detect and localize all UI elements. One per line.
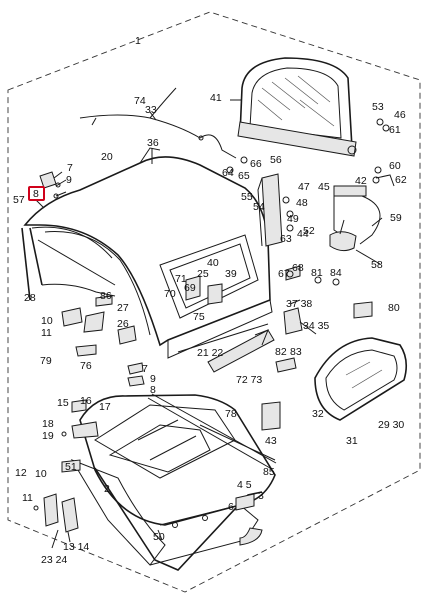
callout-4-5: 4 5 <box>237 479 252 491</box>
callout-10b: 10 <box>35 468 47 480</box>
callout-84: 84 <box>330 267 342 279</box>
callout-78: 78 <box>225 408 237 420</box>
callout-19: 19 <box>42 430 54 442</box>
callout-40: 40 <box>207 257 219 269</box>
callout-10a: 10 <box>41 315 53 327</box>
callout-50: 50 <box>153 531 165 543</box>
callout-23-24: 23 24 <box>41 554 68 566</box>
callout-16: 16 <box>80 395 92 407</box>
callout-51: 51 <box>65 461 77 473</box>
callout-43: 43 <box>265 435 277 447</box>
callout-69: 69 <box>184 282 196 294</box>
callout-79: 79 <box>40 355 52 367</box>
callout-32: 32 <box>312 408 324 420</box>
callout-39: 39 <box>225 268 237 280</box>
side-window-glass <box>314 337 408 421</box>
callout-13-14: 13 14 <box>63 541 90 553</box>
callout-9b: 9 <box>150 373 156 385</box>
hardtop-shell <box>21 147 273 359</box>
callout-72-73: 72 73 <box>236 374 263 386</box>
callout-64: 64 <box>222 167 234 179</box>
callout-34-35: 34 35 <box>303 320 330 332</box>
callout-37-38: 37 38 <box>286 298 313 310</box>
callout-70: 70 <box>164 288 176 300</box>
callout-47: 47 <box>298 181 310 193</box>
callout-17: 17 <box>99 401 111 413</box>
callout-2: 2 <box>104 483 110 495</box>
callout-36: 36 <box>147 137 159 149</box>
callout-11a: 11 <box>41 327 52 339</box>
callout-67: 67 <box>278 268 290 280</box>
callout-31: 31 <box>346 435 358 447</box>
callout-1: 1 <box>135 35 141 47</box>
callout-80: 80 <box>388 302 400 314</box>
callout-11b: 11 <box>22 492 33 504</box>
callout-60: 60 <box>389 160 401 172</box>
callout-63: 63 <box>280 233 292 245</box>
callout-41: 41 <box>210 92 222 104</box>
callout-53: 53 <box>372 101 384 113</box>
callout-74: 74 <box>134 95 146 107</box>
callout-9a: 9 <box>66 174 72 186</box>
callout-8b: 8 <box>150 384 156 396</box>
callout-42: 42 <box>355 175 367 187</box>
callout-58: 58 <box>371 259 383 271</box>
headliner-panel <box>70 394 276 566</box>
callout-68: 68 <box>292 262 304 274</box>
callout-81: 81 <box>311 267 323 279</box>
callout-56: 56 <box>270 154 282 166</box>
callout-85: 85 <box>263 466 275 478</box>
callout-45: 45 <box>318 181 330 193</box>
callout-6: 6 <box>228 501 234 513</box>
callout-82: 82 <box>275 346 287 358</box>
rear-window-assembly <box>237 57 357 157</box>
callout-59: 59 <box>390 212 402 224</box>
callout-33: 33 <box>145 104 157 116</box>
callout-8: 8 <box>33 188 39 200</box>
callout-61: 61 <box>389 124 401 136</box>
callout-7b: 7 <box>142 363 148 375</box>
callout-55: 55 <box>241 191 253 203</box>
callout-57: 57 <box>13 194 25 206</box>
callout-86: 86 <box>100 290 112 302</box>
callout-44: 44 <box>297 228 309 240</box>
callout-48: 48 <box>296 197 308 209</box>
callout-46: 46 <box>394 109 406 121</box>
callout-7a: 7 <box>67 162 73 174</box>
callout-54: 54 <box>253 201 265 213</box>
callout-18: 18 <box>42 418 54 430</box>
callout-29-30: 29 30 <box>378 419 405 431</box>
callout-12: 12 <box>15 467 27 479</box>
callout-27: 27 <box>117 302 129 314</box>
callout-62: 62 <box>395 174 407 186</box>
callout-75: 75 <box>193 311 205 323</box>
callout-26: 26 <box>117 318 129 330</box>
callout-83: 83 <box>290 346 302 358</box>
callout-3: 3 <box>258 490 264 502</box>
callout-65: 65 <box>238 170 250 182</box>
callout-20: 20 <box>101 151 113 163</box>
callout-28: 28 <box>24 292 36 304</box>
callout-71: 71 <box>175 273 187 285</box>
callout-49: 49 <box>287 213 299 225</box>
highlighted-callout-box <box>28 186 45 201</box>
callout-25: 25 <box>197 268 209 280</box>
callout-52: 52 <box>303 225 315 237</box>
callout-76: 76 <box>80 360 92 372</box>
callout-15: 15 <box>57 397 69 409</box>
callout-66: 66 <box>250 158 262 170</box>
callout-21-22: 21 22 <box>197 347 224 359</box>
